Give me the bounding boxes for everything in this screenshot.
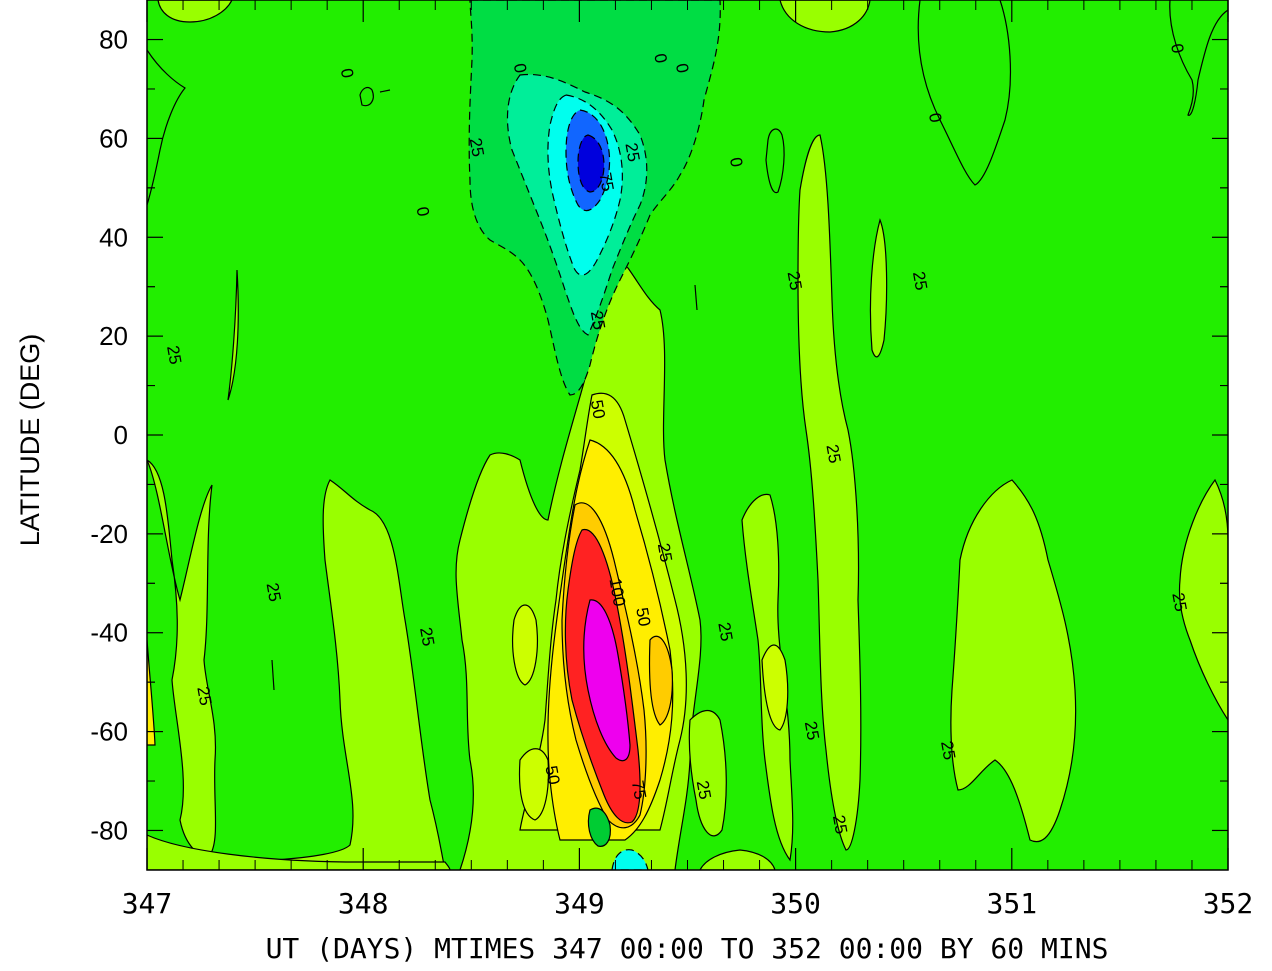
contour-label: 0 xyxy=(925,111,945,124)
contour-label: 0 xyxy=(337,67,357,80)
contour-label: 75 xyxy=(595,171,617,193)
zero-line-mark-2 xyxy=(271,659,275,691)
contour-label: 25 xyxy=(587,309,609,331)
x-tick-label: 348 xyxy=(338,887,389,920)
region-neg-bottom xyxy=(611,849,649,870)
contour-label: 0 xyxy=(726,156,746,169)
region-col-350-15 xyxy=(797,134,862,851)
contour-label: 25 xyxy=(909,270,931,292)
level-125-plus-regions xyxy=(583,599,631,762)
zero-line-mid-left xyxy=(359,86,374,107)
y-tick-label: -20 xyxy=(90,519,128,549)
x-tick-label: 351 xyxy=(987,887,1038,920)
negative-regions xyxy=(468,0,721,870)
contour-label: 25 xyxy=(829,814,851,836)
region-orange-east xyxy=(648,635,673,726)
x-axis-label: UT (DAYS) MTIMES 347 00:00 TO 352 00:00 … xyxy=(266,932,1109,965)
zero-line-left xyxy=(147,49,186,206)
region-neg-5 xyxy=(577,134,605,193)
contour-label: 0 xyxy=(650,52,670,65)
x-tick-label: 349 xyxy=(554,887,605,920)
contour-label: 50 xyxy=(587,398,609,420)
contour-label: 0 xyxy=(412,205,432,218)
contour-label: 50 xyxy=(632,606,654,628)
y-tick-label: -80 xyxy=(90,815,128,845)
contour-label: 25 xyxy=(654,542,676,564)
contour-label: 25 xyxy=(1168,591,1190,613)
contour-label: 25 xyxy=(416,626,438,648)
region-strip-347-4 xyxy=(227,269,239,401)
region-right-south-blob xyxy=(950,479,1077,843)
y-tick-label: 20 xyxy=(99,321,128,351)
zero-line-mark xyxy=(694,284,698,311)
bottom-negative-band xyxy=(587,807,611,847)
contour-label: 0 xyxy=(672,62,692,75)
zero-line-far-right xyxy=(1169,0,1228,116)
y-axis: -80 -60 -40 -20 0 20 40 60 80 xyxy=(90,25,1228,845)
contour-label: 25 xyxy=(784,270,806,292)
contour-label: 25 xyxy=(163,344,185,366)
region-col-350-55 xyxy=(869,218,888,358)
contour-label: 25 xyxy=(621,141,643,163)
region-col-349-55 xyxy=(688,710,727,837)
x-tick-label: 352 xyxy=(1203,887,1254,920)
region-west-pocket xyxy=(512,604,538,686)
contour-label: 50 xyxy=(541,764,563,786)
y-tick-label: -60 xyxy=(90,717,128,747)
y-tick-label: -40 xyxy=(90,618,128,648)
x-tick-label: 347 xyxy=(122,887,173,920)
region-east-pocket xyxy=(761,644,789,731)
contour-label: 0 xyxy=(1167,42,1187,55)
x-axis: 347 348 349 350 351 352 xyxy=(122,0,1254,920)
x-tick-label: 350 xyxy=(770,887,821,920)
region-bottom-cluster xyxy=(518,748,550,821)
contour-label: 25 xyxy=(822,443,844,465)
contour-label: 25 xyxy=(693,779,715,801)
region-left-edge-yellow xyxy=(147,639,156,746)
contour-label: 25 xyxy=(262,581,284,603)
y-tick-label: 80 xyxy=(99,25,128,55)
contour-label: 25 xyxy=(714,621,736,643)
region-bottom-strip-left xyxy=(147,834,451,870)
zero-line-neg-small xyxy=(765,128,785,194)
contour-label: 75 xyxy=(628,779,650,801)
plot-area xyxy=(147,0,1228,870)
contour-label: 25 xyxy=(801,720,823,742)
contour-label: 100 xyxy=(605,577,629,608)
region-left-south xyxy=(147,459,217,857)
contour-label: 0 xyxy=(510,62,530,75)
contour-label: 25 xyxy=(466,136,488,158)
zero-contour-lines xyxy=(147,0,1228,691)
region-magenta-core xyxy=(583,599,631,762)
region-top-left-blob xyxy=(157,0,233,23)
y-axis-label: LATITUDE (DEG) xyxy=(15,334,45,547)
region-bottom-green xyxy=(587,807,611,847)
zero-line-dot xyxy=(379,89,391,93)
contour-label: 25 xyxy=(193,685,215,707)
y-tick-label: 40 xyxy=(99,222,128,252)
region-right-col xyxy=(1178,478,1228,722)
contour-label: 25 xyxy=(937,739,959,761)
y-tick-label: 60 xyxy=(99,123,128,153)
y-tick-label: 0 xyxy=(114,420,128,450)
zero-line-top-right xyxy=(917,0,1012,186)
region-bottom-strip-right xyxy=(699,849,776,870)
